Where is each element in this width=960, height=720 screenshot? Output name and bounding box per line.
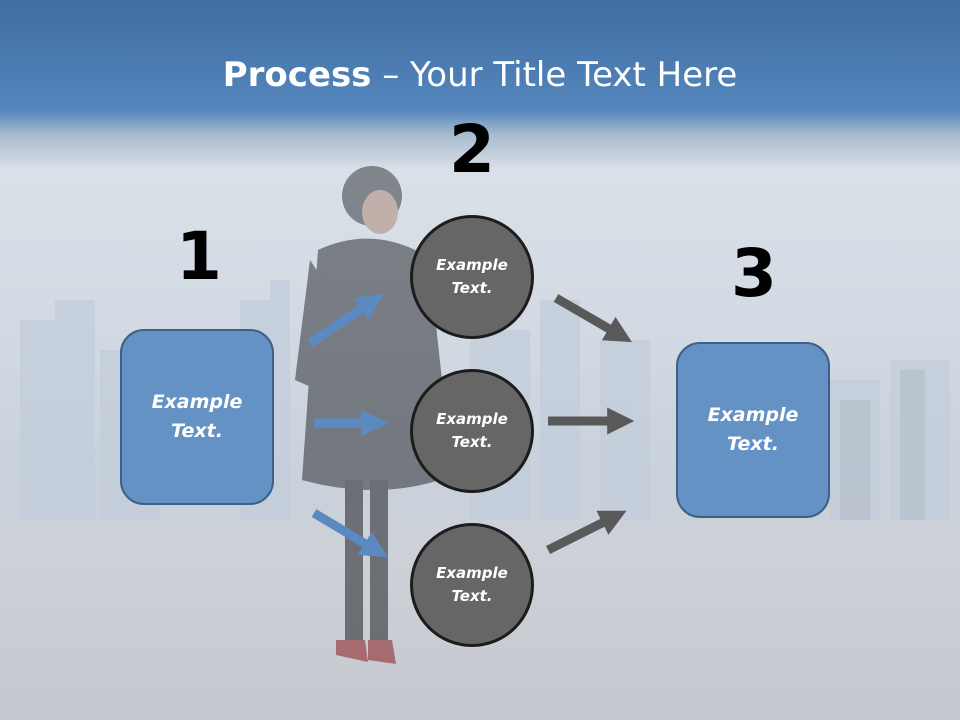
title-bold: Process [222,55,372,95]
right-step-box: Example Text. [676,342,830,518]
process-circle-top: Example Text. [410,215,534,339]
circle-bottom-line1: Example [436,564,508,582]
circle-middle-line2: Text. [451,433,493,451]
slide-title: Process – Your Title Text Here [0,54,960,96]
process-circle-bottom: Example Text. [410,523,534,647]
step-number-1: 1 [176,218,222,295]
arrow-up-right-gray-icon [545,510,627,555]
circle-middle-line1: Example [436,410,508,428]
circle-bottom-line2: Text. [451,587,493,605]
step-number-3: 3 [731,235,777,312]
circle-top-line2: Text. [451,279,493,297]
left-box-line1: Example [151,391,243,413]
left-step-box: Example Text. [120,329,274,505]
step-number-2: 2 [449,111,495,188]
arrow-down-right-gray-icon [553,294,633,343]
left-box-line2: Text. [171,420,223,442]
process-circle-middle: Example Text. [410,369,534,493]
circle-top-line1: Example [436,256,508,274]
right-box-line2: Text. [727,433,779,455]
right-box-line1: Example [707,404,799,426]
title-rest: – Your Title Text Here [371,55,738,95]
arrow-up-right-icon [307,294,384,347]
arrow-down-right-icon [311,509,388,558]
